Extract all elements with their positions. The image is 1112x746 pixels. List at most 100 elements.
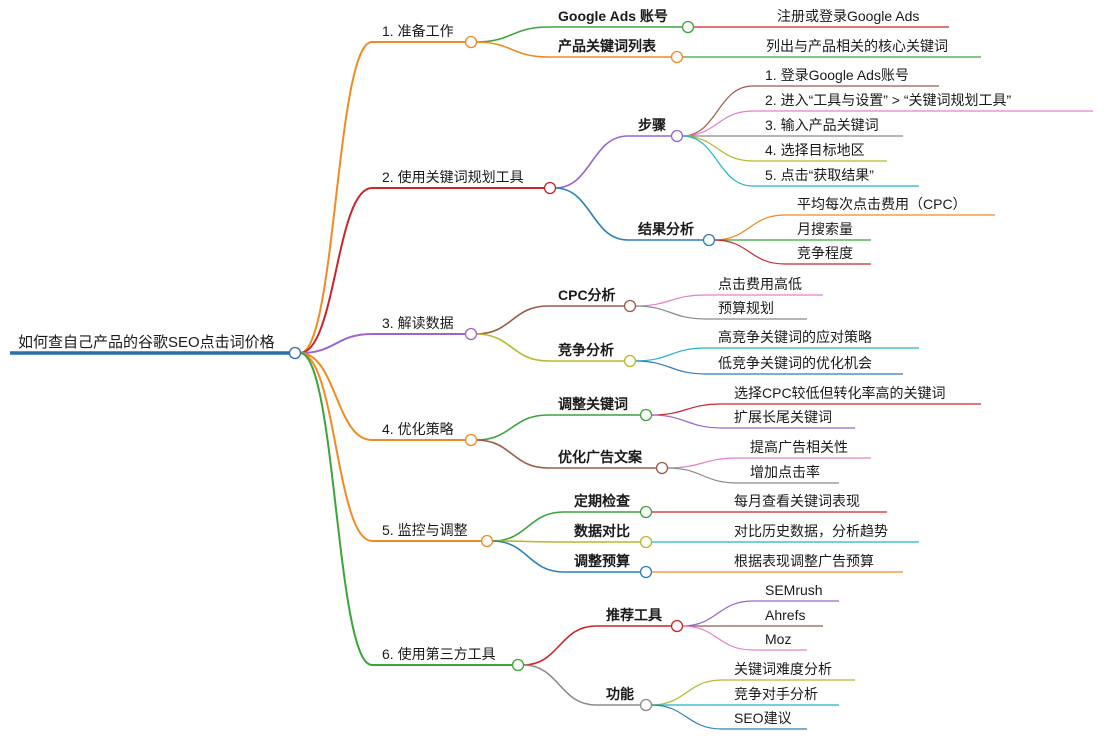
subtopic-node[interactable] (670, 619, 684, 633)
branch-connector (299, 352, 373, 542)
leaf-label: 低竞争关键词的优化机会 (718, 355, 872, 371)
subtopic-node[interactable] (639, 408, 653, 422)
subtopic-label: 数据对比 (574, 523, 630, 539)
subtopic-connector (491, 511, 565, 542)
subtopic-label: 结果分析 (638, 221, 694, 237)
subtopic-label: CPC分析 (558, 287, 616, 303)
leaf-label: 注册或登录Google Ads (777, 8, 919, 24)
leaf-connector (681, 625, 754, 651)
subtopic-label: 调整关键词 (558, 396, 628, 412)
leaf-connector (634, 347, 707, 362)
leaf-connector (681, 135, 754, 162)
subtopic-connector (522, 664, 597, 706)
leaf-label: 1. 登录Google Ads账号 (765, 67, 909, 83)
subtopic-node[interactable] (670, 129, 684, 143)
leaf-connector (650, 403, 723, 416)
leaf-label: 提高广告相关性 (750, 439, 848, 455)
leaf-connector (681, 135, 754, 187)
mind-map-connectors (10, 26, 1093, 730)
leaf-connector (713, 214, 786, 241)
subtopic-node[interactable] (639, 535, 653, 549)
leaf-label: 平均每次点击费用（CPC） (797, 196, 967, 212)
leaf-label: 5. 点击“获取结果” (765, 167, 874, 183)
subtopic-connector (522, 625, 597, 666)
subtopic-node[interactable] (655, 461, 669, 475)
leaf-label: 2. 进入“工具与设置” > “关键词规划工具” (765, 92, 1012, 108)
subtopic-connector (475, 439, 549, 469)
leaf-label: 关键词难度分析 (734, 661, 832, 677)
subtopic-label: 优化广告文案 (558, 449, 643, 465)
subtopic-node[interactable] (623, 354, 637, 368)
branch-1-node[interactable] (464, 35, 478, 49)
subtopic-connector (554, 135, 629, 189)
branch-6-label: 6. 使用第三方工具 (382, 646, 496, 662)
branch-connector (299, 333, 373, 354)
branch-5-label: 5. 监控与调整 (382, 522, 468, 538)
subtopic-connector (475, 26, 549, 43)
subtopic-label: 步骤 (638, 117, 666, 133)
leaf-connector (650, 679, 723, 706)
leaf-label: 高竞争关键词的应对策略 (718, 329, 872, 345)
subtopic-label: 调整预算 (574, 553, 630, 569)
branch-2-node[interactable] (543, 181, 557, 195)
leaf-connector (713, 239, 786, 265)
subtopic-node[interactable] (639, 698, 653, 712)
subtopic-node[interactable] (670, 50, 684, 64)
leaf-label: Moz (765, 631, 791, 647)
branch-3-node[interactable] (464, 327, 478, 341)
leaf-connector (634, 305, 707, 320)
root-topic-node[interactable] (288, 346, 302, 360)
leaf-label: 每月查看关键词表现 (734, 493, 860, 509)
subtopic-node[interactable] (623, 299, 637, 313)
leaf-label: 4. 选择目标地区 (765, 142, 865, 158)
leaf-connector (650, 704, 723, 730)
subtopic-connector (475, 41, 549, 58)
subtopic-connector (491, 540, 565, 573)
leaf-label: 3. 输入产品关键词 (765, 117, 879, 133)
leaf-label: 点击费用高低 (718, 276, 802, 292)
subtopic-connector (475, 414, 549, 441)
branch-4-label: 4. 优化策略 (382, 421, 454, 437)
leaf-label: 列出与产品相关的核心关键词 (766, 38, 948, 54)
leaf-label: Ahrefs (765, 607, 805, 623)
leaf-label: 扩展长尾关键词 (734, 409, 832, 425)
branch-1-label: 1. 准备工作 (382, 23, 454, 39)
leaf-label: SEO建议 (734, 710, 792, 726)
branch-connector (299, 41, 373, 354)
subtopic-connector (475, 333, 549, 362)
leaf-connector (634, 294, 707, 307)
mind-map-nodes: 如何查自己产品的谷歌SEO点击词价格1. 准备工作Google Ads 账号注册… (18, 8, 1012, 726)
subtopic-node[interactable] (702, 233, 716, 247)
root-topic-label: 如何查自己产品的谷歌SEO点击词价格 (18, 334, 275, 351)
leaf-connector (666, 467, 739, 484)
subtopic-label: 推荐工具 (606, 607, 662, 623)
leaf-label: 选择CPC较低但转化率高的关键词 (734, 385, 946, 401)
branch-4-node[interactable] (464, 433, 478, 447)
subtopic-label: 产品关键词列表 (558, 38, 657, 54)
leaf-label: 竞争程度 (797, 245, 853, 261)
leaf-connector (681, 85, 754, 137)
subtopic-node[interactable] (639, 505, 653, 519)
leaf-label: 根据表现调整广告预算 (734, 553, 874, 569)
branch-5-node[interactable] (480, 534, 494, 548)
subtopic-label: 定期检查 (574, 493, 631, 509)
subtopic-label: 竞争分析 (558, 342, 614, 358)
branch-6-node[interactable] (511, 658, 525, 672)
leaf-label: 增加点击率 (750, 464, 820, 480)
subtopic-label: 功能 (606, 686, 634, 702)
leaf-label: 对比历史数据，分析趋势 (734, 523, 888, 539)
leaf-label: 预算规划 (718, 300, 774, 316)
branch-connector (299, 187, 373, 354)
leaf-connector (650, 414, 723, 429)
branch-2-label: 2. 使用关键词规划工具 (382, 169, 524, 185)
subtopic-connector (554, 187, 629, 241)
leaf-label: SEMrush (765, 582, 823, 598)
leaf-label: 月搜索量 (797, 221, 853, 237)
subtopic-node[interactable] (639, 565, 653, 579)
leaf-connector (681, 110, 754, 137)
branch-3-label: 3. 解读数据 (382, 315, 454, 331)
branch-connector (299, 352, 373, 441)
subtopic-node[interactable] (681, 20, 695, 34)
branch-connector (299, 352, 373, 666)
